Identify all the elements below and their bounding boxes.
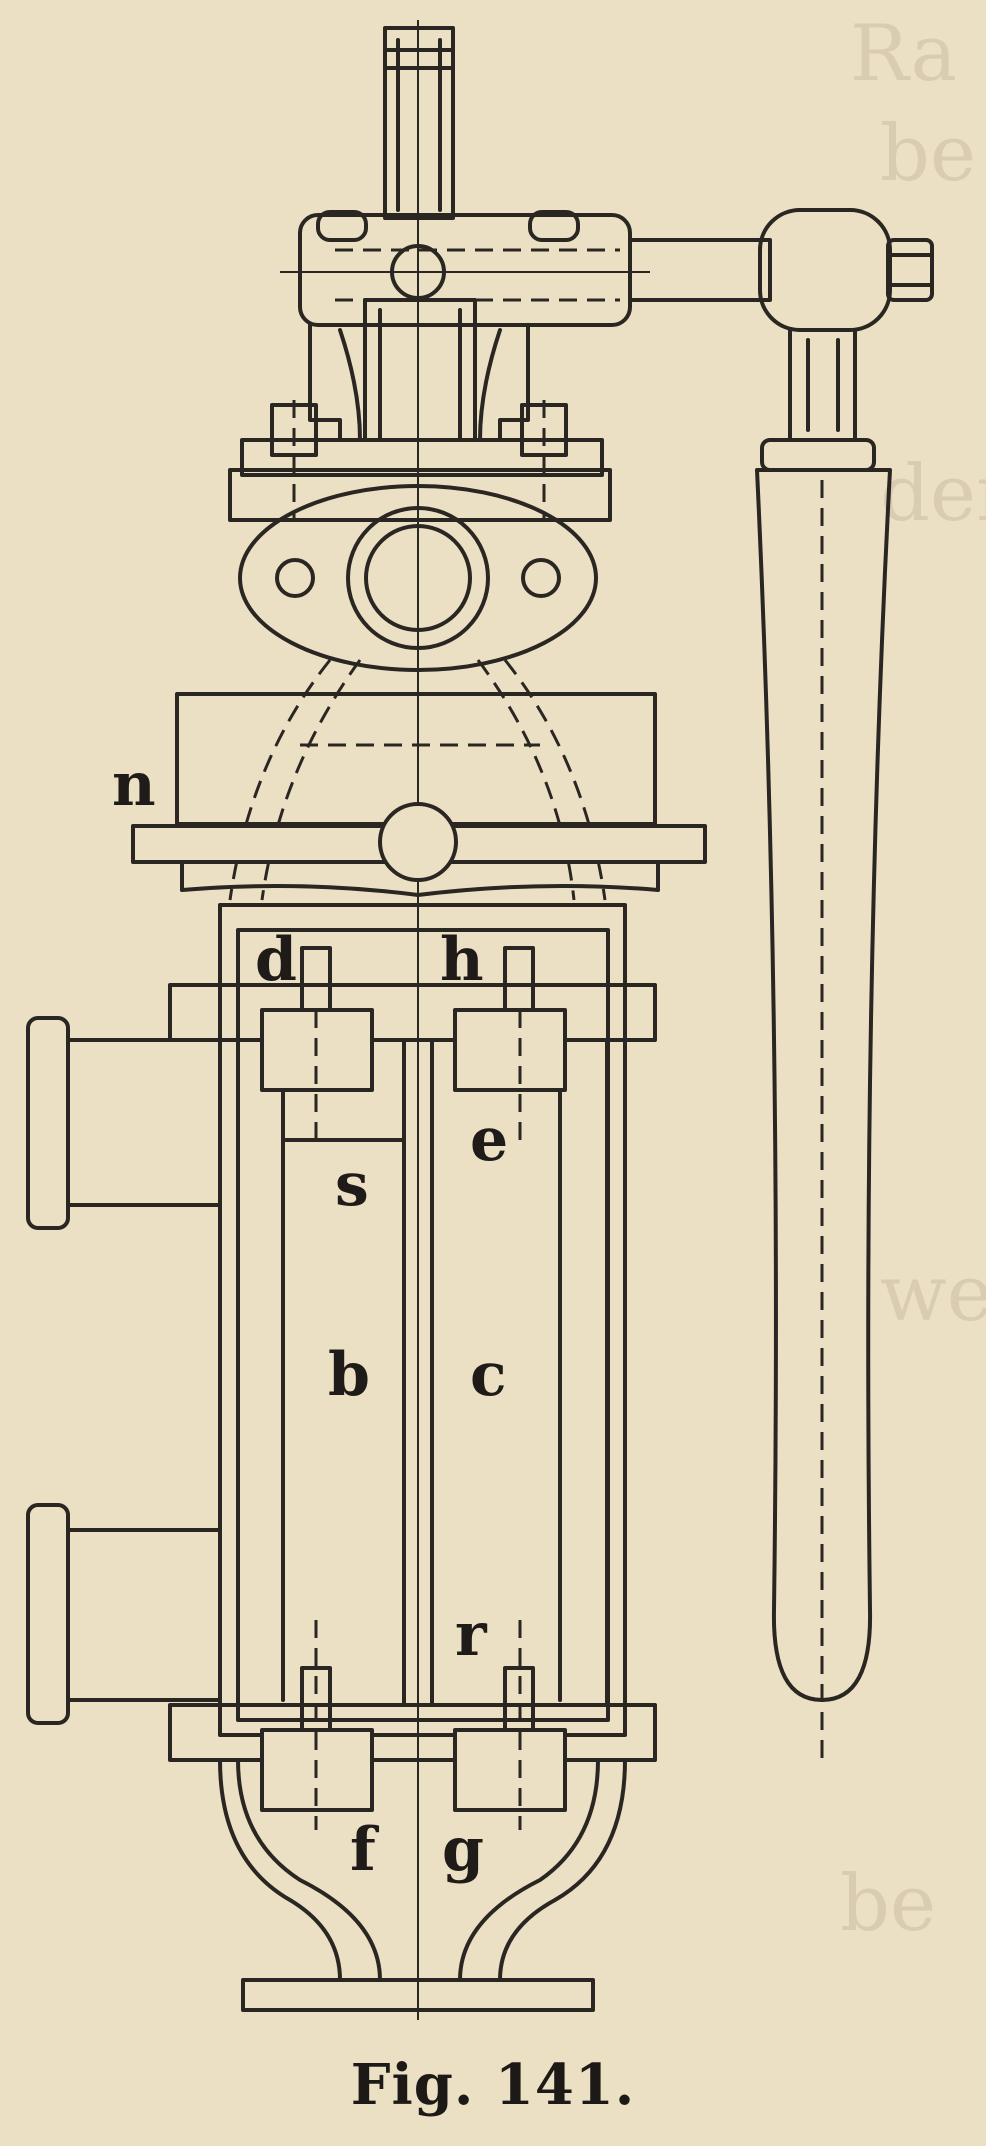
side-nozzles xyxy=(26,1016,222,1725)
svg-text:we: we xyxy=(880,1249,986,1339)
svg-text:der: der xyxy=(880,449,986,539)
label-r: r xyxy=(455,1600,488,1670)
label-n: n xyxy=(112,750,156,820)
gland-plate xyxy=(228,438,612,522)
label-e: e xyxy=(470,1105,508,1175)
label-s: s xyxy=(335,1150,369,1220)
svg-text:be: be xyxy=(880,109,976,199)
oval-flange xyxy=(238,484,598,672)
show-through-text: Ra be der we be xyxy=(840,9,986,1949)
label-c: c xyxy=(470,1340,507,1410)
yoke-frame xyxy=(270,298,568,520)
cylinder-body xyxy=(168,903,657,1762)
svg-text:Ra: Ra xyxy=(850,9,957,99)
svg-text:be: be xyxy=(840,1859,936,1949)
bottom-valves xyxy=(260,1620,567,1830)
label-g: g xyxy=(442,1815,484,1885)
figure-caption: Fig. 141. xyxy=(350,2052,636,2118)
crosshead xyxy=(280,210,650,327)
lever xyxy=(628,208,934,1760)
label-h: h xyxy=(440,925,484,995)
bottom-foot xyxy=(218,1758,627,2012)
label-f: f xyxy=(350,1815,380,1885)
cross-bar-n xyxy=(131,802,707,897)
part-labels: n d h e s b c r f g xyxy=(112,750,508,1885)
spindle xyxy=(383,26,455,220)
top-valves xyxy=(260,946,567,1140)
label-d: d xyxy=(255,925,297,995)
label-b: b xyxy=(328,1340,370,1410)
